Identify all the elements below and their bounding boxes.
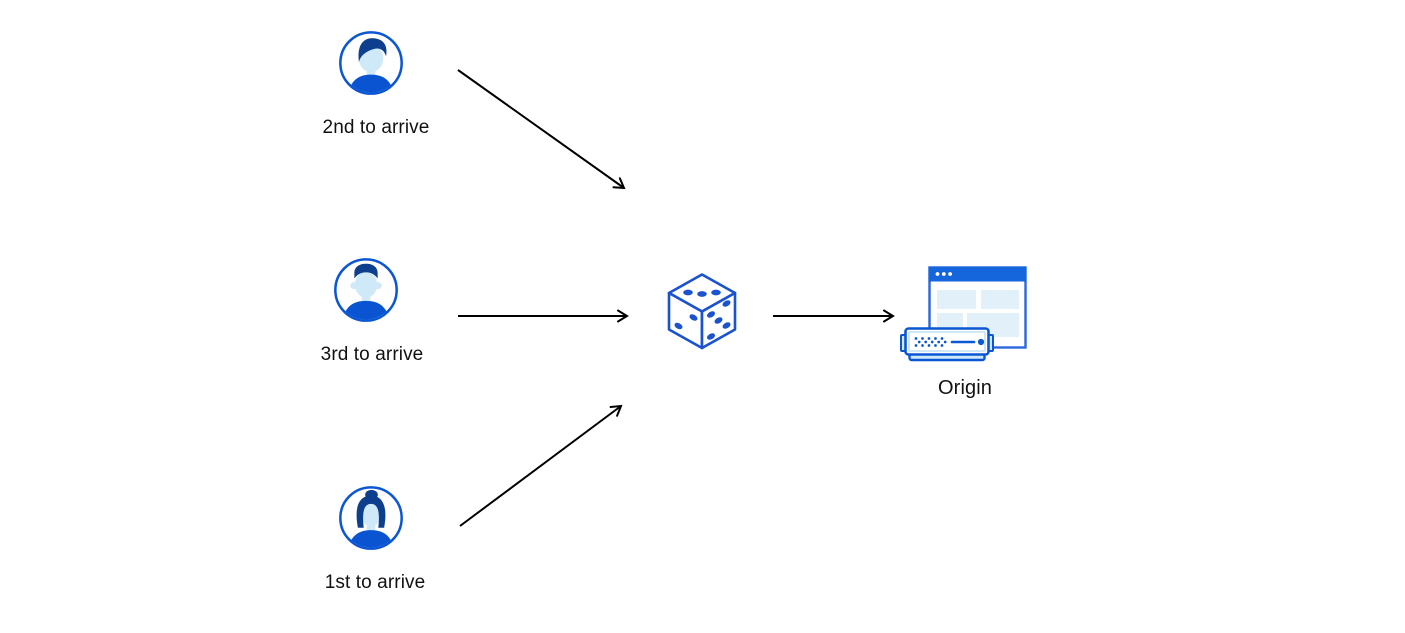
origin-node: Origin bbox=[896, 262, 1028, 399]
visitor-node-third: 3rd to arrive bbox=[321, 257, 423, 365]
dice-icon bbox=[667, 273, 737, 350]
visitor-third-label: 3rd to arrive bbox=[320, 344, 424, 365]
user-avatar-male-swept-hair-icon bbox=[339, 31, 403, 95]
visitor-second-label: 2nd to arrive bbox=[322, 117, 430, 138]
origin-server-browser-icon bbox=[900, 266, 1027, 362]
origin-label: Origin bbox=[938, 377, 992, 399]
visitor-node-first: 1st to arrive bbox=[325, 485, 425, 593]
user-avatar-female-bun-icon bbox=[339, 486, 403, 550]
arrow-visitor2-to-dice bbox=[457, 69, 626, 190]
randomizer-node bbox=[666, 272, 738, 355]
visitor-node-second: 2nd to arrive bbox=[323, 30, 429, 138]
user-avatar-male-flattop-icon bbox=[334, 258, 398, 322]
arrow-visitor1-to-dice bbox=[459, 404, 623, 527]
server-vent-dots bbox=[914, 337, 947, 347]
visitor-first-label: 1st to arrive bbox=[324, 572, 426, 593]
server-icon bbox=[900, 327, 994, 362]
